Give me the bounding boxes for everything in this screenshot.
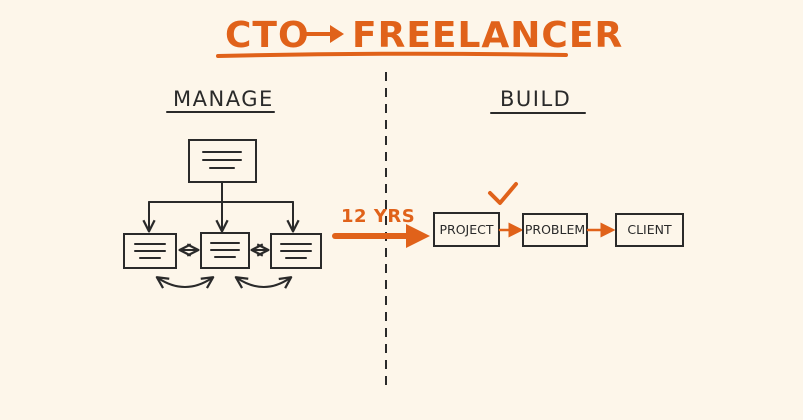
title-underline: [216, 51, 568, 58]
flow-step-problem-label: PROBLEM: [525, 222, 585, 237]
transition: 12 YRS: [332, 206, 430, 248]
build-flow: PROJECT PROBLEM CLIENT: [433, 182, 684, 247]
org-curve-arrow-1: [155, 276, 215, 289]
title-left: CTO: [225, 15, 310, 56]
transition-arrow-icon: [332, 224, 430, 248]
flow-step-problem: PROBLEM: [522, 213, 588, 247]
title-right: FREELANCER: [352, 15, 623, 56]
manage-header: MANAGE: [173, 87, 274, 111]
org-box-left: [123, 233, 177, 269]
flow-step-client: CLIENT: [615, 213, 684, 247]
org-box-right: [270, 233, 322, 269]
build-header: BUILD: [500, 87, 571, 111]
org-chart: [123, 139, 322, 289]
org-box-top: [188, 139, 257, 183]
flow-step-client-label: CLIENT: [627, 222, 672, 237]
checkmark-icon: [488, 182, 518, 205]
org-curve-arrow-2: [234, 276, 293, 289]
flow-step-project: PROJECT: [433, 212, 500, 247]
title-arrow-icon: [304, 25, 344, 43]
flow-step-project-label: PROJECT: [439, 222, 493, 237]
org-box-middle: [200, 232, 250, 269]
years-label: 12 YRS: [341, 206, 415, 227]
title-group: CTO FREELANCER: [216, 15, 623, 58]
